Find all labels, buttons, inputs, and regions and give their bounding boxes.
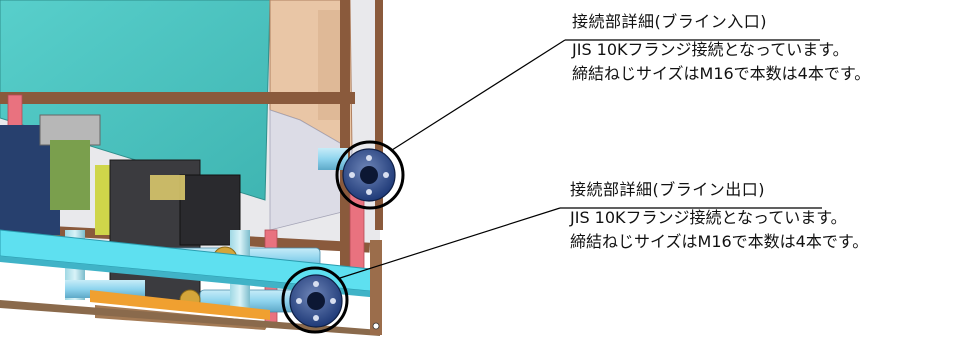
callout-outlet: 接続部詳細(ブライン出口) JIS 10Kフランジ接続となっています。 締結ねじ… (570, 180, 868, 254)
callout-inlet-body: JIS 10Kフランジ接続となっています。 締結ねじサイズはM16で本数は4本で… (572, 38, 870, 86)
flange-outlet (289, 274, 343, 328)
callout-outlet-title: 接続部詳細(ブライン出口) (570, 180, 765, 199)
callout-inlet-line-1: JIS 10Kフランジ接続となっています。 (572, 40, 849, 59)
callout-outlet-line-2: 締結ねじサイズはM16で本数は4本です。 (570, 232, 869, 251)
callout-outlet-body: JIS 10Kフランジ接続となっています。 締結ねじサイズはM16で本数は4本で… (570, 206, 868, 254)
inlet-leader-line (391, 39, 566, 151)
flange-inlet (342, 148, 396, 202)
chiller-unit-illustration (0, 0, 412, 342)
callout-inlet-line-2: 締結ねじサイズはM16で本数は4本です。 (572, 64, 871, 83)
callout-outlet-line-1: JIS 10Kフランジ接続となっています。 (570, 208, 847, 227)
callout-inlet: 接続部詳細(ブライン入口) JIS 10Kフランジ接続となっています。 締結ねじ… (572, 12, 870, 86)
callout-inlet-title: 接続部詳細(ブライン入口) (572, 12, 767, 31)
